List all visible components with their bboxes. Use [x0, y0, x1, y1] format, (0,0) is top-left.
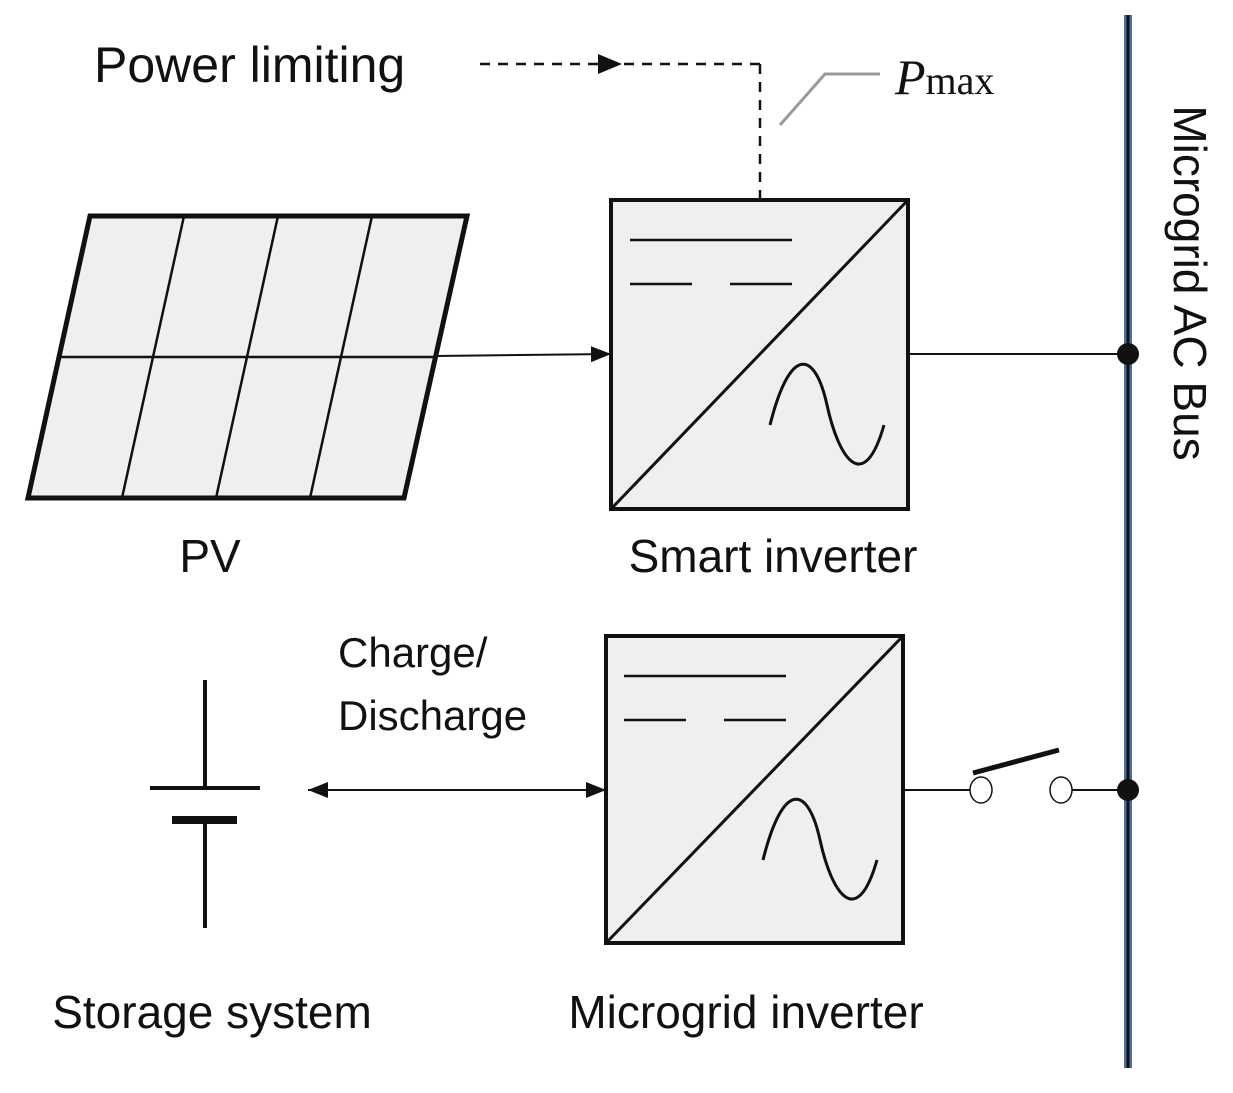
ac-wave-icon	[761, 797, 879, 901]
smart-inverter	[609, 198, 910, 511]
bus-label: Microgrid AC Bus	[1164, 105, 1216, 460]
pmax-leader-line	[778, 72, 880, 126]
bus-node-top	[1117, 343, 1139, 365]
smart-inverter-label: Smart inverter	[629, 530, 918, 582]
dc-symbol-icon	[624, 674, 786, 722]
bus-node-bottom	[1117, 779, 1139, 801]
discharge-label: Discharge	[338, 692, 527, 739]
pv-panel	[24, 213, 471, 501]
dc-symbol-icon	[630, 238, 792, 286]
power-limiting-label: Power limiting	[94, 37, 405, 93]
battery-icon	[150, 680, 260, 928]
ac-wave-icon	[768, 362, 886, 466]
microgrid-inverter	[604, 634, 905, 945]
charge-label: Charge/	[338, 629, 488, 676]
pmax-symbol: P	[894, 49, 926, 105]
pv-label: PV	[179, 530, 241, 582]
pmax-subscript: max	[926, 58, 995, 103]
microgrid-inverter-label: Microgrid inverter	[568, 986, 923, 1038]
switch-icon	[903, 747, 1128, 804]
pv-to-inverter-arrow	[435, 346, 612, 363]
pmax-label: Pmax	[894, 49, 994, 105]
power-limiting-signal	[480, 54, 762, 200]
storage-label: Storage system	[52, 986, 372, 1038]
signal-arrow-icon	[598, 54, 622, 74]
